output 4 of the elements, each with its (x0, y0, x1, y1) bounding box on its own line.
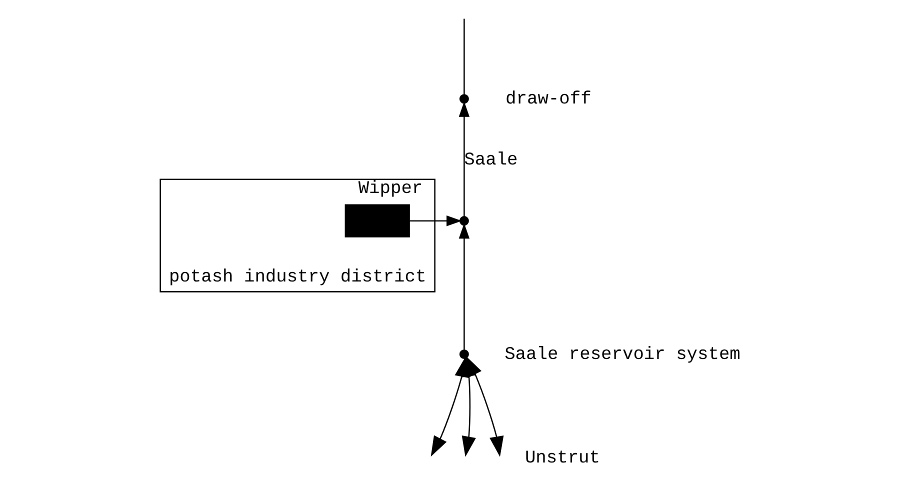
edge-label: Wipper (358, 179, 423, 200)
node-label: draw-off (506, 90, 592, 110)
label: Unstrut (524, 448, 600, 468)
node-label: Saale reservoir system (504, 344, 740, 365)
